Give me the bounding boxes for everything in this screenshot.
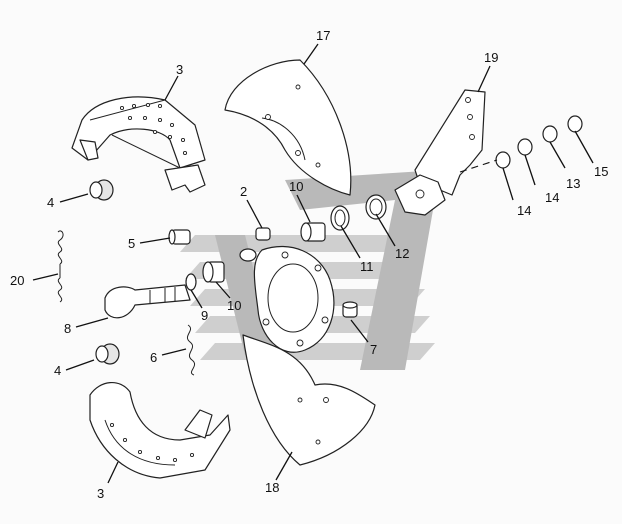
brake-spider	[253, 245, 335, 353]
leader-lines	[32, 43, 594, 484]
callout-14-a: 14	[517, 203, 531, 218]
snap-ring-15	[567, 115, 583, 133]
callout-2: 2	[240, 184, 247, 199]
callout-4-bottom: 4	[54, 363, 61, 378]
callout-19: 19	[484, 50, 498, 65]
shoe-roller-upper	[89, 179, 114, 201]
callout-13: 13	[566, 176, 580, 191]
bushing-10-upper	[300, 222, 326, 242]
seal-11	[330, 205, 350, 231]
callout-8: 8	[64, 321, 71, 336]
return-spring-lower	[186, 324, 196, 376]
callout-5: 5	[128, 236, 135, 251]
bushing-10-lower	[202, 261, 225, 283]
bushing-7	[342, 301, 358, 318]
callout-9: 9	[201, 308, 208, 323]
brake-shoe-upper	[71, 96, 206, 193]
callout-6: 6	[150, 350, 157, 365]
callout-10-bottom: 10	[227, 298, 241, 313]
washer-14-b	[517, 138, 533, 156]
lower-shoe-rivets	[109, 422, 195, 463]
return-spring-upper	[57, 230, 64, 303]
callout-12: 12	[395, 246, 409, 261]
anchor-pin	[168, 229, 191, 245]
shoe-roller-lower	[95, 343, 120, 365]
shoe-lining-rivets	[119, 102, 188, 156]
dust-shield-upper	[224, 59, 352, 196]
snap-ring-9	[185, 273, 197, 291]
callout-20: 20	[10, 273, 24, 288]
dust-shield-lower	[242, 334, 376, 466]
callout-3-bottom: 3	[97, 486, 104, 501]
bracket-housing	[394, 174, 446, 216]
s-camshaft	[104, 284, 191, 319]
callout-15: 15	[594, 164, 608, 179]
callout-7: 7	[370, 342, 377, 357]
callout-labels: 3 17 19 4 2 10 5 20 11 12 14 14 13 15 8 …	[10, 28, 608, 501]
washer-14-a	[495, 151, 511, 169]
callout-10-top: 10	[289, 179, 303, 194]
callout-18: 18	[265, 480, 279, 495]
brake-shoe-lower	[89, 382, 231, 479]
grease-fitting	[239, 227, 271, 262]
callout-11: 11	[360, 259, 374, 274]
callout-3-top: 3	[176, 62, 183, 77]
callout-17: 17	[316, 28, 330, 43]
seal-12	[365, 194, 387, 220]
washer-13	[542, 125, 558, 143]
callout-14-b: 14	[545, 190, 559, 205]
callout-4-top: 4	[47, 195, 54, 210]
